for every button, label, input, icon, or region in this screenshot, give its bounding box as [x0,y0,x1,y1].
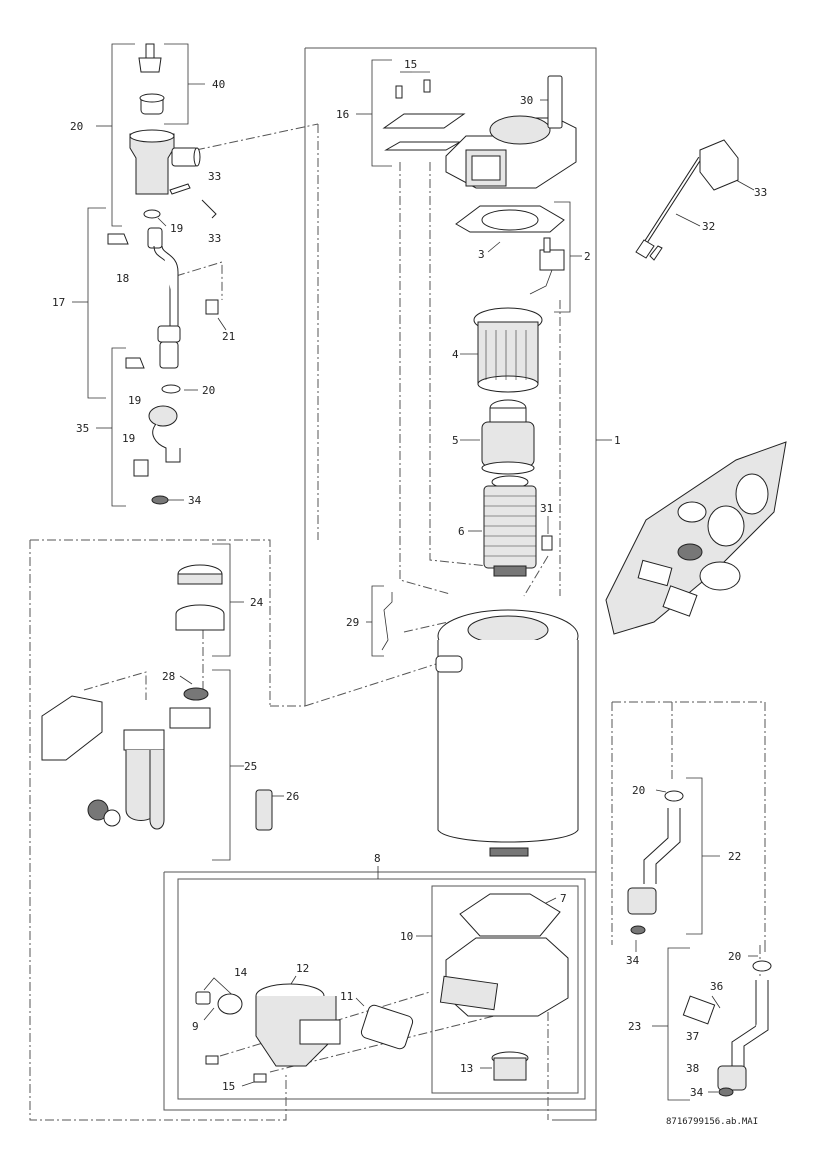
label-2: 2 [584,250,591,263]
part-25-siphon [41,695,211,830]
part-burner-housing [445,115,577,189]
part-14-cap [195,991,243,1015]
part-1-vessel [435,609,579,857]
frame-10 [431,885,579,1094]
part-35-connector [125,357,181,505]
label-34-left: 34 [188,494,202,507]
label-27: 28 [162,670,175,683]
label-36: 36 [710,980,723,993]
label-21: 20 [70,120,83,133]
part-27-ring [183,687,209,701]
part-labels: 40 20 33 33 19 18 17 21 19 20 35 19 34 1… [52,58,767,1127]
part-18-pipe [107,227,219,369]
label-5: 5 [452,434,459,447]
part-5-chamber [481,399,535,475]
label-6: 6 [458,525,465,538]
label-28: 29 [346,616,359,629]
label-35: 35 [76,422,89,435]
label-19-middle: 19 [128,394,141,407]
label-7: 7 [560,892,567,905]
label-8: 8 [374,852,381,865]
label-16: 15 [404,58,417,71]
part-32-box [699,139,739,191]
label-31: 32 [702,220,715,233]
label-9: 9 [192,1020,199,1033]
document-code: 8716799156.ab.MAI [666,1117,758,1127]
part-29-rod [547,75,563,129]
label-10: 10 [400,930,413,943]
label-39: 40 [212,78,225,91]
label-20-lower: 20 [202,384,215,397]
part-40-kit [605,441,787,635]
frame-left-lower [30,539,271,706]
part-23-upper-pipe [627,790,684,935]
part-10-casing [439,937,569,1017]
label-24: 24 [250,596,264,609]
label-37: 37 [686,1030,699,1043]
label-29: 30 [520,94,533,107]
label-19-upper: 18 [116,272,129,285]
label-34-right-bottom: 34 [690,1086,704,1099]
frame-8 [163,871,597,1111]
label-18: 17 [52,296,65,309]
label-12: 12 [296,962,309,975]
part-17-bracket [382,79,466,151]
label-33-bottom: 33 [208,232,221,245]
label-20-upper: 19 [170,222,183,235]
part-11-gasket [360,1004,414,1050]
label-15: 15 [222,1080,235,1093]
part-7-seal [459,893,561,937]
label-14: 14 [234,966,248,979]
label-23-bottom: 23 [628,1020,641,1033]
label-11: 11 [340,990,353,1003]
label-30: 31 [540,502,553,515]
part-13-cup [491,1051,529,1081]
label-4: 4 [452,348,459,361]
label-20-right-bottom: 20 [728,950,741,963]
label-38: 38 [686,1062,699,1075]
label-32: 33 [754,186,767,199]
label-3: 3 [478,248,485,261]
part-31-arm [635,156,702,261]
label-19-lower: 19 [122,432,135,445]
part-6-coil [483,475,537,577]
part-4-burner [473,307,543,393]
label-17: 16 [336,108,349,121]
part-2-electrode [529,237,565,295]
label-26: 26 [286,790,299,803]
part-39-valve [138,43,165,115]
part-12-adapter [255,983,341,1067]
label-1: 1 [614,434,621,447]
label-13: 13 [460,1062,473,1075]
label-25: 25 [244,760,257,773]
assembly-frames [29,47,766,1121]
part-24-fitting [175,564,225,631]
part-21-housing [129,129,217,219]
frame-23-right [612,701,766,945]
part-15-screw [205,1055,219,1065]
part-30-sensor [541,535,553,551]
frame-8-inner [177,878,586,1100]
parts [41,43,787,1097]
label-23-top: 22 [728,850,741,863]
label-34-right-top: 34 [626,954,640,967]
part-28-bracket [381,592,393,651]
part-23-lower-pipe [682,960,772,1097]
part-26-plug [255,789,273,831]
frame-1 [305,47,597,1121]
label-20-right-top: 20 [632,784,645,797]
label-22: 21 [222,330,235,343]
label-33-top: 33 [208,170,221,183]
